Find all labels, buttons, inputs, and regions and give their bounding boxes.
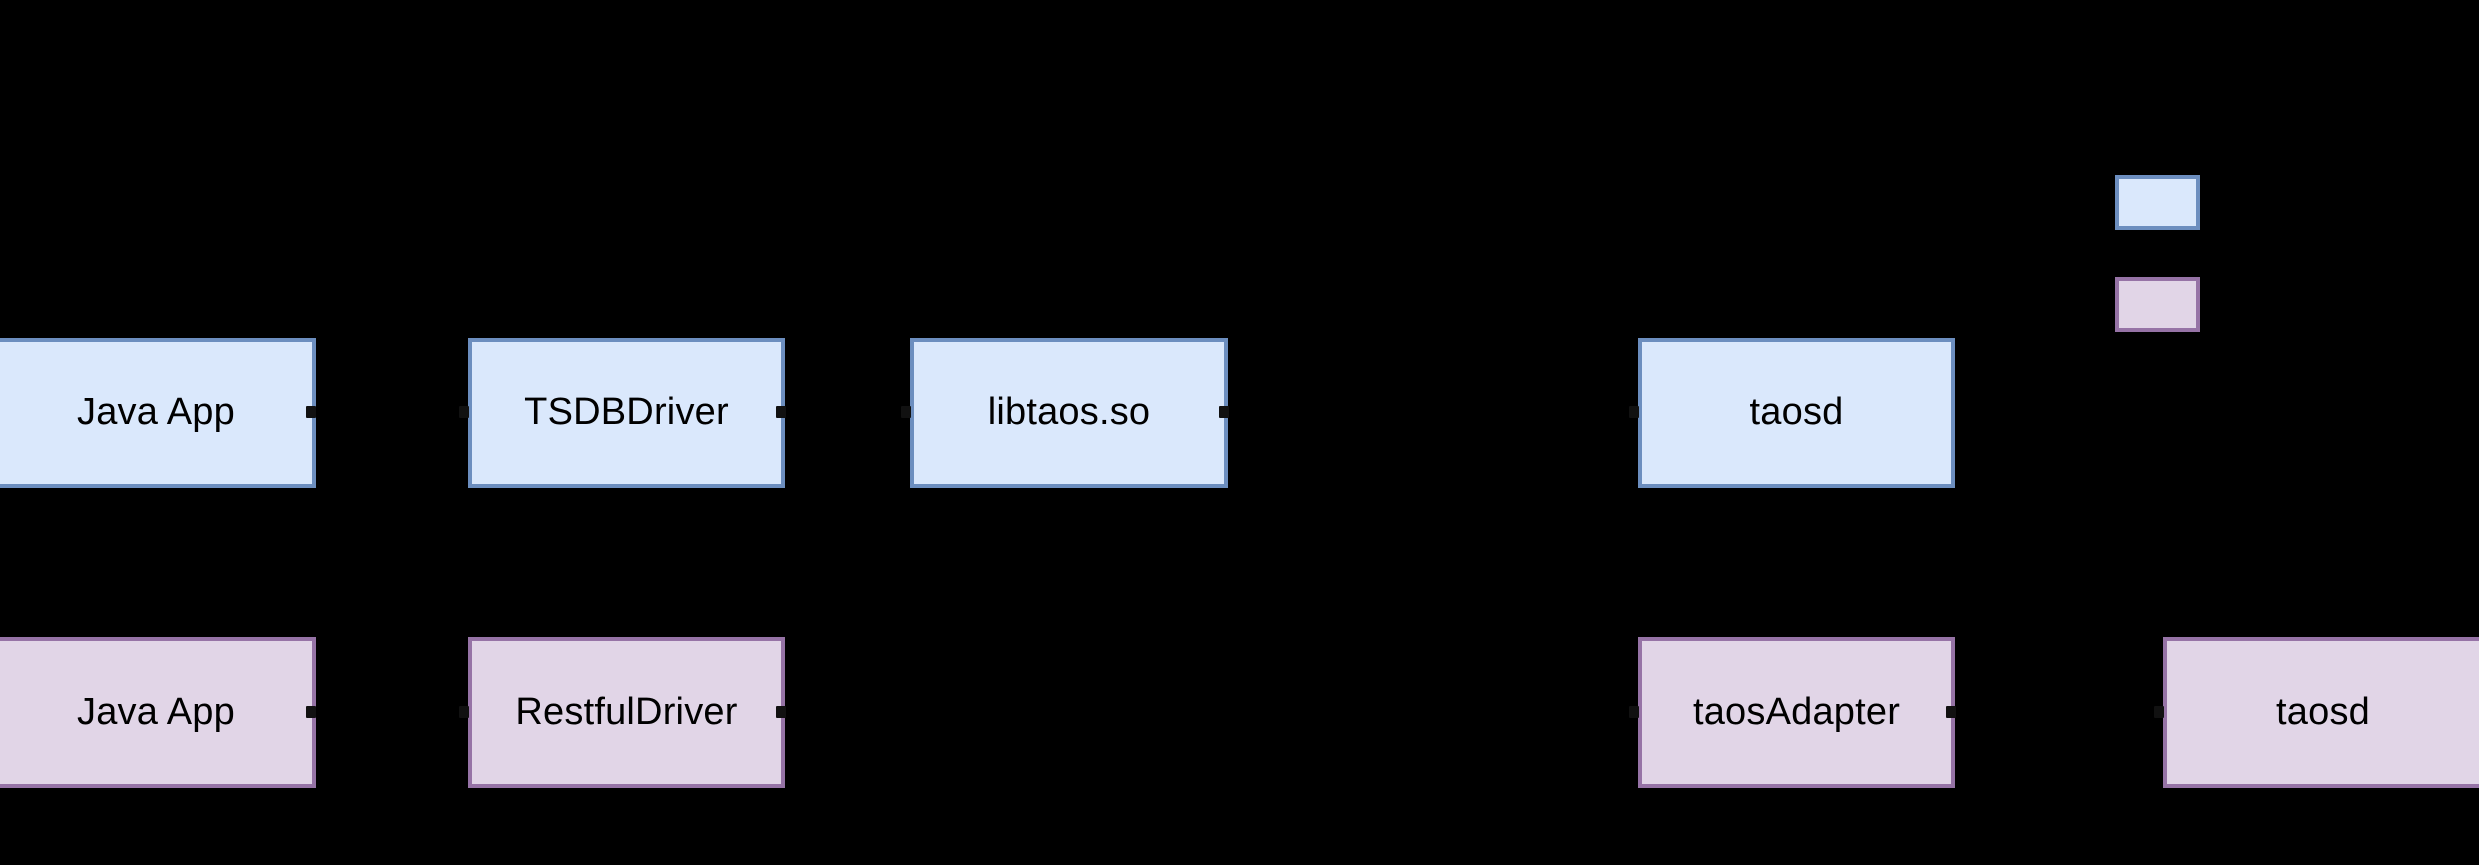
legend-swatch-native[interactable] [2115,175,2200,230]
edge-native-java-app-to-tsdbdriver [316,412,468,414]
node-label: libtaos.so [987,391,1151,434]
arrow-head-icon [306,406,316,418]
edge-native-libtaos-to-taosd [1228,412,1638,414]
edge-rest-taosadapter-to-taosd [1955,712,2163,714]
legend-swatch-rest[interactable] [2115,277,2200,332]
node-label: taosAdapter [1692,690,1901,733]
node-rest-taosadapter[interactable]: taosAdapter [1638,637,1955,788]
arrow-head-icon [306,706,316,718]
node-label: TSDBDriver [524,391,729,434]
arrow-head-icon [1946,706,1956,718]
arrow-head-icon [901,406,911,418]
node-rest-java-app[interactable]: Java App [0,637,316,788]
node-native-libtaos-so[interactable]: libtaos.so [910,338,1228,488]
node-label: Java App [77,690,235,733]
edge-rest-restfuldriver-to-taosadapter [785,712,1638,714]
node-native-tsdbdriver[interactable]: TSDBDriver [468,338,785,488]
arrow-head-icon [1629,406,1639,418]
arrow-head-icon [459,706,469,718]
node-label: taosd [2276,690,2370,733]
node-label: Java App [77,391,235,434]
edge-native-tsdbdriver-to-libtaos [785,412,910,414]
arrow-head-icon [2154,706,2164,718]
node-label: RestfulDriver [515,690,738,733]
node-native-taosd[interactable]: taosd [1638,338,1955,488]
node-native-java-app[interactable]: Java App [0,338,316,488]
edge-rest-java-app-to-restfuldriver [316,712,468,714]
arrow-head-icon [1629,706,1639,718]
arrow-head-icon [459,406,469,418]
arrow-head-icon [776,706,786,718]
node-rest-restfuldriver[interactable]: RestfulDriver [468,637,785,788]
arrow-head-icon [1219,406,1229,418]
node-rest-taosd[interactable]: taosd [2163,637,2479,788]
arrow-head-icon [776,406,786,418]
node-label: taosd [1749,391,1844,434]
